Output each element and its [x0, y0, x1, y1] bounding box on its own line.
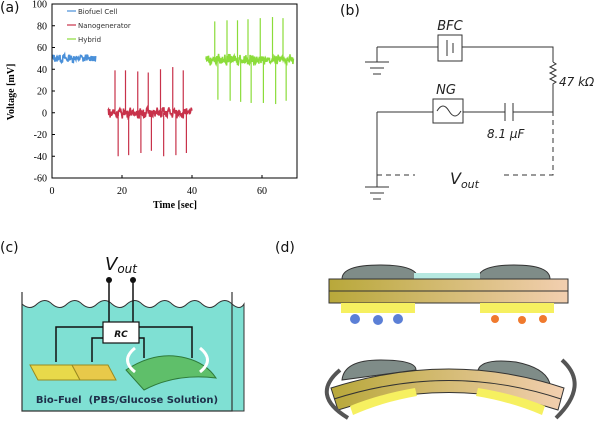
panel-c: (c) RC Bio-Fuel (PBS/Glucose Solution) V… [0, 210, 300, 424]
vout-main: V [450, 169, 462, 188]
vout-main: V [105, 254, 119, 275]
legend-label: Biofuel Cell [78, 8, 118, 16]
biofuel-electrode-left [29, 364, 81, 381]
legend-label: Nanogenerator [78, 22, 131, 30]
flat-enzyme-pad-right [480, 303, 554, 313]
rc-label: RC [114, 330, 128, 340]
panel-b-label: (b) [340, 3, 360, 19]
vout-sub: out [117, 262, 138, 276]
flat-channel [414, 273, 480, 279]
series-nanogenerator [107, 67, 193, 157]
vout-sub: out [461, 178, 480, 191]
biofuel-electrode-right [71, 364, 117, 381]
resistor-icon [548, 61, 558, 112]
bend-arrow-right [554, 358, 577, 420]
vout-label: Vout [105, 254, 138, 276]
panel-a: (a) 0 20 40 60 -60 -40 -20 0 20 40 60 80 100 Time [s… [0, 0, 300, 210]
legend-label: Hybrid [78, 36, 101, 44]
x-axis-label: Time [sec] [153, 200, 197, 210]
flat-electrode-dome-left [341, 264, 419, 280]
solution-caption: Bio-Fuel (PBS/Glucose Solution) [36, 395, 218, 406]
panel-a-label: (a) [0, 0, 20, 16]
flat-electrode-dome-right [477, 264, 551, 280]
ng-label: NG [436, 83, 456, 98]
panel-d-label: (d) [275, 240, 295, 256]
panel-d: (d) [275, 210, 600, 424]
series-trace [51, 51, 97, 65]
y-tick-label: -40 [34, 152, 47, 163]
y-tick-label: 80 [37, 21, 47, 32]
solution-schematic: RC Bio-Fuel (PBS/Glucose Solution) Vout [21, 254, 245, 412]
bend-arrow-left [324, 368, 350, 420]
container-walls [21, 292, 233, 412]
capacitor-value: 8.1 μF [487, 127, 526, 141]
ng-box [432, 98, 464, 124]
y-tick-label: 100 [32, 0, 47, 11]
bent-enzyme-pad-right [476, 388, 545, 415]
x-tick-label: 40 [187, 186, 197, 197]
series-trace [205, 52, 295, 67]
enzyme-blue-icons [350, 314, 403, 325]
flat-enzyme-pad-left [341, 303, 415, 313]
x-tick-label: 0 [50, 186, 55, 197]
vout-dashed-right [504, 112, 554, 176]
y-axis-label: Voltage [mV] [6, 64, 17, 121]
top-wire [377, 46, 554, 62]
y-tick-label: 20 [37, 87, 47, 98]
x-tick-label: 60 [257, 186, 267, 197]
enzyme-orange-icons [491, 315, 547, 324]
bent-enzyme-pad-left [350, 388, 417, 415]
x-tick-label: 20 [117, 186, 127, 197]
resistor-value: 47 kΩ [559, 75, 595, 89]
device-diagram [324, 264, 577, 420]
series-trace [107, 104, 193, 121]
bfc-box [437, 34, 463, 62]
panel-c-label: (c) [0, 240, 19, 256]
terminal-left [106, 277, 112, 283]
ac-source-icon [436, 105, 462, 117]
y-tick-label: -20 [34, 130, 47, 141]
bent-electrode-dome-left [341, 359, 417, 381]
solution-fill [21, 300, 245, 412]
y-tick-label: -60 [34, 174, 47, 185]
bent-electrode-dome-right [477, 360, 551, 385]
series-biofuel-cell [51, 51, 97, 65]
vout-label: Vout [450, 169, 480, 191]
rc-box [102, 321, 140, 344]
y-tick-label: 40 [37, 65, 47, 76]
y-tick-label: 60 [37, 43, 47, 54]
panel-b: (b) [300, 0, 600, 210]
terminal-right [130, 277, 136, 283]
bend-arrow-right [199, 346, 209, 374]
series-hybrid [205, 17, 295, 105]
bfc-label: BFC [437, 19, 463, 34]
circuit-diagram: BFC NG 47 kΩ 8.1 μF Vout [365, 19, 595, 200]
bend-arrow-left [126, 346, 136, 374]
y-tick-label: 0 [42, 108, 47, 119]
